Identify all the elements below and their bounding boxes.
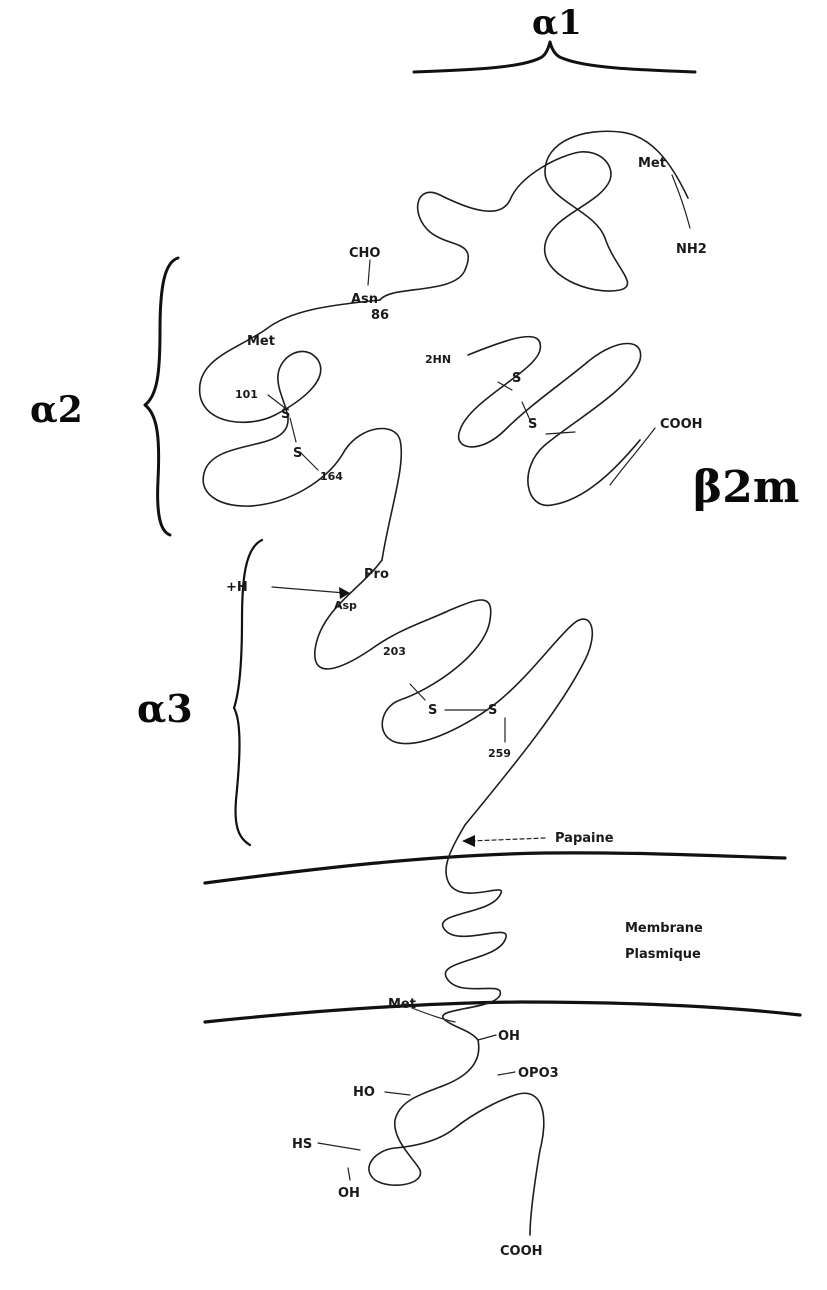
met-a2-label: Met xyxy=(247,334,275,349)
ho-label: HO xyxy=(353,1085,375,1100)
papaine-arrow xyxy=(470,838,545,841)
oh-bottom-link xyxy=(348,1168,350,1180)
beta2m-label: β2m xyxy=(693,462,799,513)
alpha3-label: α3 xyxy=(137,686,193,731)
s-b1-label: S xyxy=(512,371,521,386)
s2-label: S xyxy=(293,446,302,461)
alpha2-label: α2 xyxy=(30,389,83,431)
papaine-label: Papaine xyxy=(555,831,614,846)
met-n-label: Met xyxy=(638,156,666,171)
cooh-b2m-label: COOH xyxy=(660,417,703,432)
alpha2-brace xyxy=(145,258,178,535)
s1-label: S xyxy=(281,407,290,422)
beta2m-cooh-link xyxy=(610,428,655,485)
oh-top-label: OH xyxy=(498,1029,520,1044)
papaine-arrowhead xyxy=(462,835,475,847)
membrane-top xyxy=(205,853,785,883)
oh-bottom-label: OH xyxy=(338,1186,360,1201)
membrane-label-1: Membrane xyxy=(625,921,703,936)
n101-label: 101 xyxy=(235,388,258,401)
n164-label: 164 xyxy=(320,470,343,483)
s3-label: S xyxy=(428,703,437,718)
cho-asn-link xyxy=(368,260,370,285)
opo3-link xyxy=(498,1072,515,1075)
s-b2-label: S xyxy=(528,417,537,432)
cooh-c-label: COOH xyxy=(500,1244,543,1259)
asp-label: Asp xyxy=(334,599,357,612)
hplus-arrow xyxy=(272,587,345,593)
membrane-label-2: Plasmique xyxy=(625,947,701,962)
alpha2-chain xyxy=(200,300,402,560)
n86-label: 86 xyxy=(371,308,389,323)
n259-label: 259 xyxy=(488,747,511,760)
asn-label: Asn xyxy=(351,292,378,307)
ho-link xyxy=(385,1092,410,1095)
hn-b2m-label: 2HN xyxy=(425,353,451,366)
hplus-label: +H xyxy=(226,580,248,595)
s4-label: S xyxy=(488,703,497,718)
hs-label: HS xyxy=(292,1137,312,1152)
nh2-n-label: NH2 xyxy=(676,242,707,257)
hs-link xyxy=(318,1143,360,1150)
cho-label: CHO xyxy=(349,246,380,261)
oh-link xyxy=(478,1035,496,1040)
alpha1-brace xyxy=(414,42,695,72)
pro-label: Pro xyxy=(364,567,389,582)
met-tm-label: Met xyxy=(388,997,416,1012)
hplus-arrowhead xyxy=(339,587,350,599)
membrane-bottom xyxy=(205,1002,800,1022)
n203-label: 203 xyxy=(383,645,406,658)
opo3-label: OPO3 xyxy=(518,1066,559,1081)
met-tm-link xyxy=(412,1008,455,1022)
alpha1-label: α1 xyxy=(532,3,582,43)
